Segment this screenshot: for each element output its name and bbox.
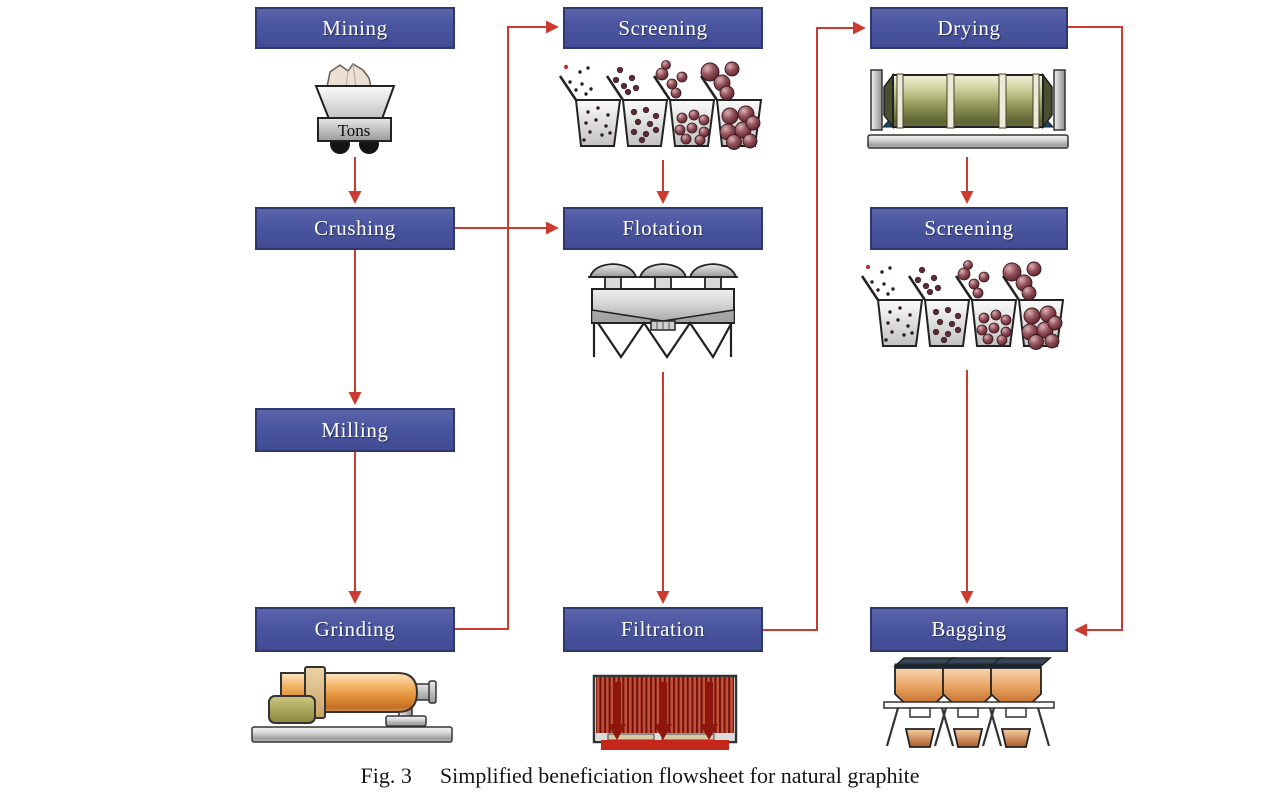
dryer-pillar	[1053, 69, 1066, 131]
dryer-base	[867, 134, 1069, 149]
node-flotation: Flotation	[563, 207, 763, 250]
drum-ring	[946, 73, 955, 129]
press-bottom-bar	[601, 740, 729, 750]
mine-cart-icon: Tons	[314, 63, 396, 154]
bagging-hoppers-icon	[883, 657, 1055, 748]
node-milling: Milling	[255, 408, 455, 452]
cart-body	[317, 117, 392, 142]
bag-cup	[952, 728, 984, 748]
bag-cup	[1000, 728, 1032, 748]
node-screening-right: Screening	[870, 207, 1068, 250]
node-bagging: Bagging	[870, 607, 1068, 652]
drum-ring	[1032, 73, 1040, 129]
flotation-cell-icon	[588, 263, 738, 360]
figure-number: Fig. 3	[360, 763, 412, 788]
screen-bins-icon	[860, 260, 1065, 351]
drum-ring	[998, 73, 1007, 129]
node-drying: Drying	[870, 7, 1068, 49]
press-flow-arrows	[608, 682, 718, 740]
bag-cup	[904, 728, 936, 748]
hopper-rail	[883, 701, 1055, 709]
screen-bins-icon	[558, 60, 763, 151]
dryer-cone	[1042, 72, 1053, 130]
ore-rocks	[326, 63, 372, 88]
hopper	[989, 657, 1052, 711]
node-grinding: Grinding	[255, 607, 455, 652]
dryer-cone	[883, 72, 894, 130]
hopper-spout	[957, 707, 979, 718]
edge-grinding-screening-top	[455, 20, 559, 630]
edge-filtration-drying	[763, 21, 866, 631]
ball-mill-icon	[251, 666, 453, 743]
cart-bucket	[314, 85, 396, 120]
node-screening-top: Screening	[563, 7, 763, 49]
mill-motor	[268, 695, 316, 724]
rotary-dryer-icon	[867, 69, 1069, 149]
hopper-spout	[1005, 707, 1027, 718]
dryer-pillar	[870, 69, 883, 131]
node-mining: Mining	[255, 7, 455, 49]
flotation-legs	[592, 321, 733, 360]
hopper-spout	[909, 707, 931, 718]
agitator	[688, 263, 738, 291]
hopper-legs	[885, 707, 1051, 747]
filter-press-icon	[592, 674, 738, 750]
agitator	[638, 263, 688, 291]
edge-drying-bagging	[1068, 26, 1123, 637]
mill-base	[251, 726, 453, 743]
agitator	[588, 263, 638, 291]
cart-label: Tons	[338, 121, 371, 140]
node-crushing: Crushing	[255, 207, 455, 250]
mill-foot	[385, 715, 427, 727]
drum-ring	[896, 73, 904, 129]
figure-caption: Fig. 3 Simplified beneficiation flowsheet…	[0, 763, 1280, 789]
hopper	[941, 657, 1004, 711]
node-filtration: Filtration	[563, 607, 763, 652]
dryer-drum	[892, 74, 1044, 128]
figure-title: Simplified beneficiation flowsheet for n…	[439, 763, 920, 788]
